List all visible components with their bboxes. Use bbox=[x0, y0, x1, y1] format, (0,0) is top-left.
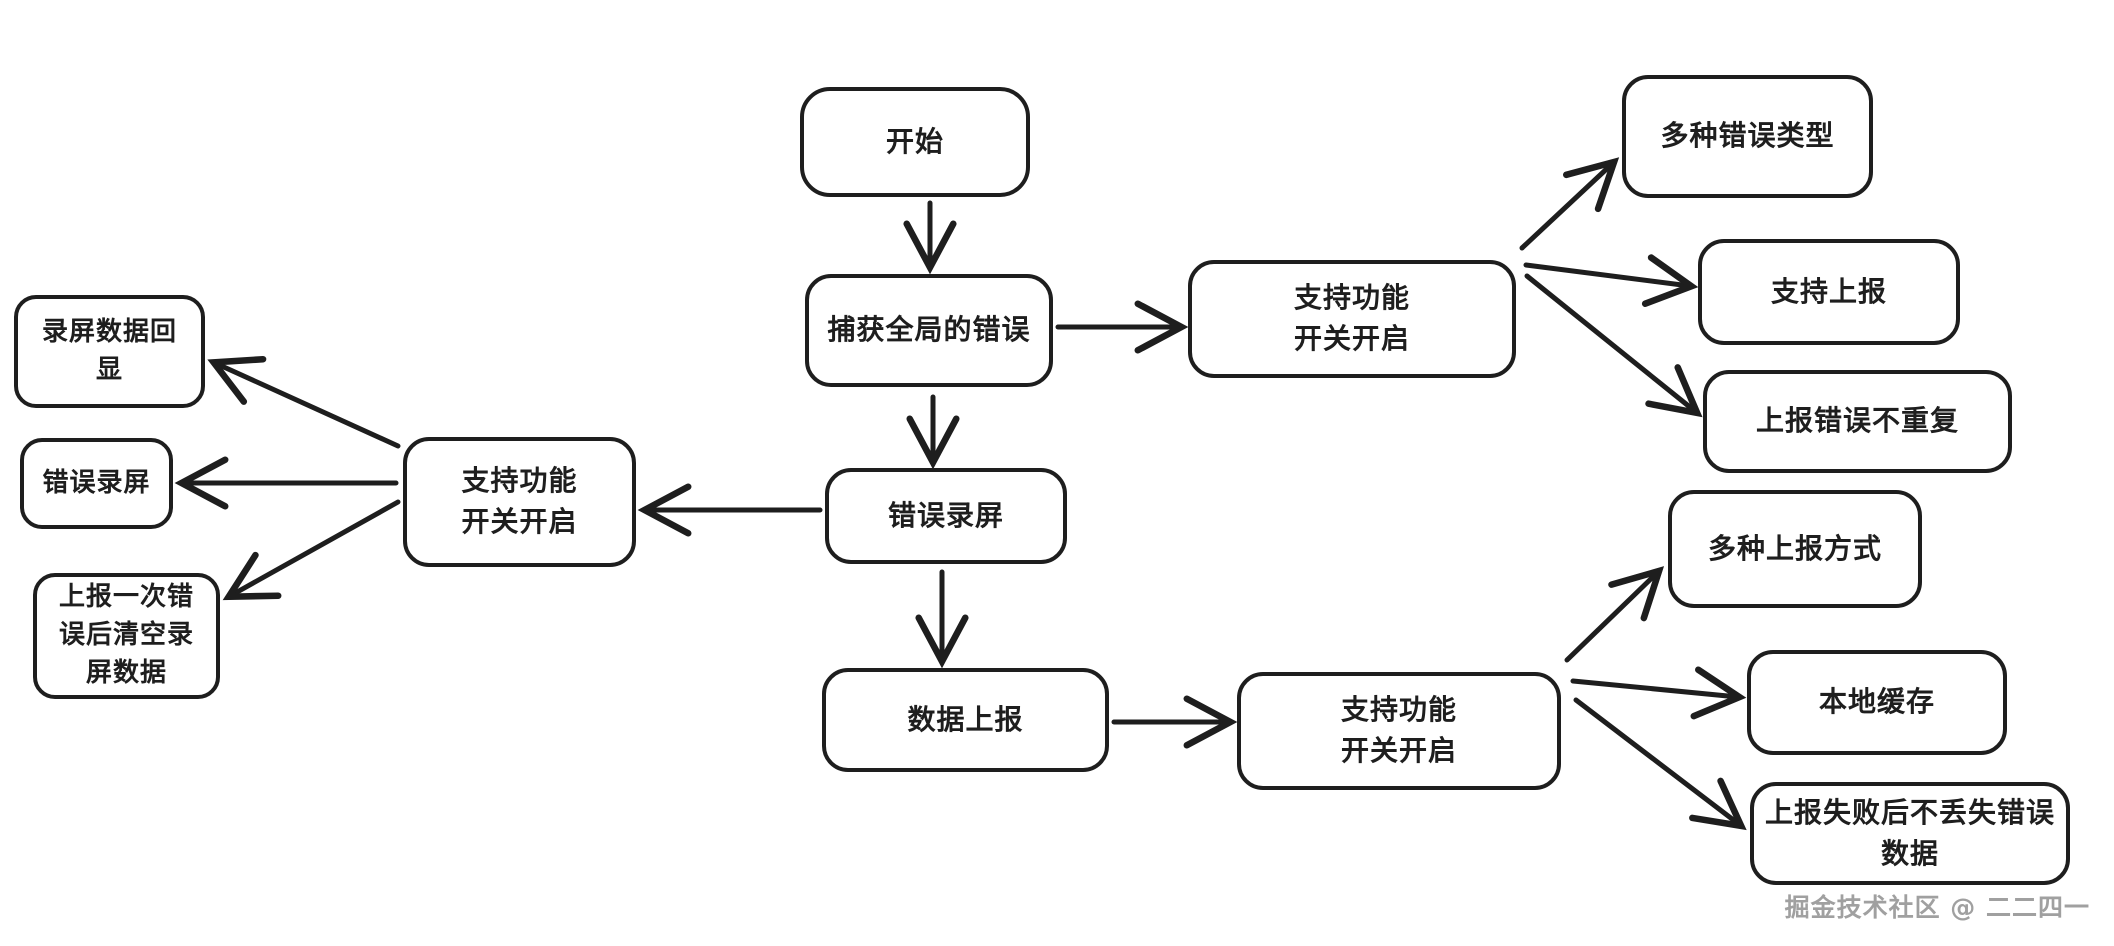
edge-feature-switch-error-capture-to-support-reporting bbox=[1523, 254, 1699, 307]
edge-feature-switch-reporting-to-no-data-loss-on-failure bbox=[1573, 697, 1747, 831]
node-support-reporting: 支持上报 bbox=[1698, 239, 1960, 345]
edge-feature-switch-recording-to-screen-data-playback bbox=[207, 355, 401, 449]
node-capture-global-errors: 捕获全局的错误 bbox=[805, 274, 1053, 387]
node-error-screen-recording: 错误录屏 bbox=[825, 468, 1067, 564]
edge-feature-switch-error-capture-to-no-duplicate-errors bbox=[1524, 273, 1703, 418]
node-clear-recording-after-report: 上报一次错 误后清空录 屏数据 bbox=[33, 573, 220, 699]
node-no-data-loss-on-failure: 上报失败后不丢失错误 数据 bbox=[1750, 782, 2070, 885]
edge-feature-switch-reporting-to-multiple-reporting-methods bbox=[1564, 566, 1665, 663]
node-feature-switch-reporting: 支持功能 开关开启 bbox=[1237, 672, 1561, 790]
node-no-duplicate-errors: 上报错误不重复 bbox=[1703, 370, 2012, 473]
node-feature-switch-recording: 支持功能 开关开启 bbox=[403, 437, 636, 567]
node-data-reporting: 数据上报 bbox=[822, 668, 1109, 772]
node-multiple-error-types: 多种错误类型 bbox=[1622, 75, 1873, 198]
edge-feature-switch-error-capture-to-multiple-error-types bbox=[1519, 157, 1620, 251]
node-feature-switch-error-capture: 支持功能 开关开启 bbox=[1188, 260, 1516, 378]
watermark-text: 掘金技术社区 @ 二二四一 bbox=[1784, 893, 2090, 922]
node-start: 开始 bbox=[800, 87, 1030, 197]
node-error-recording-left: 错误录屏 bbox=[20, 438, 173, 529]
edge-feature-switch-reporting-to-local-cache bbox=[1570, 666, 1747, 720]
node-screen-data-playback: 录屏数据回 显 bbox=[14, 295, 205, 408]
edge-feature-switch-recording-to-clear-recording-after-report bbox=[222, 499, 401, 601]
node-multiple-reporting-methods: 多种上报方式 bbox=[1668, 490, 1922, 608]
node-local-cache: 本地缓存 bbox=[1747, 650, 2007, 755]
